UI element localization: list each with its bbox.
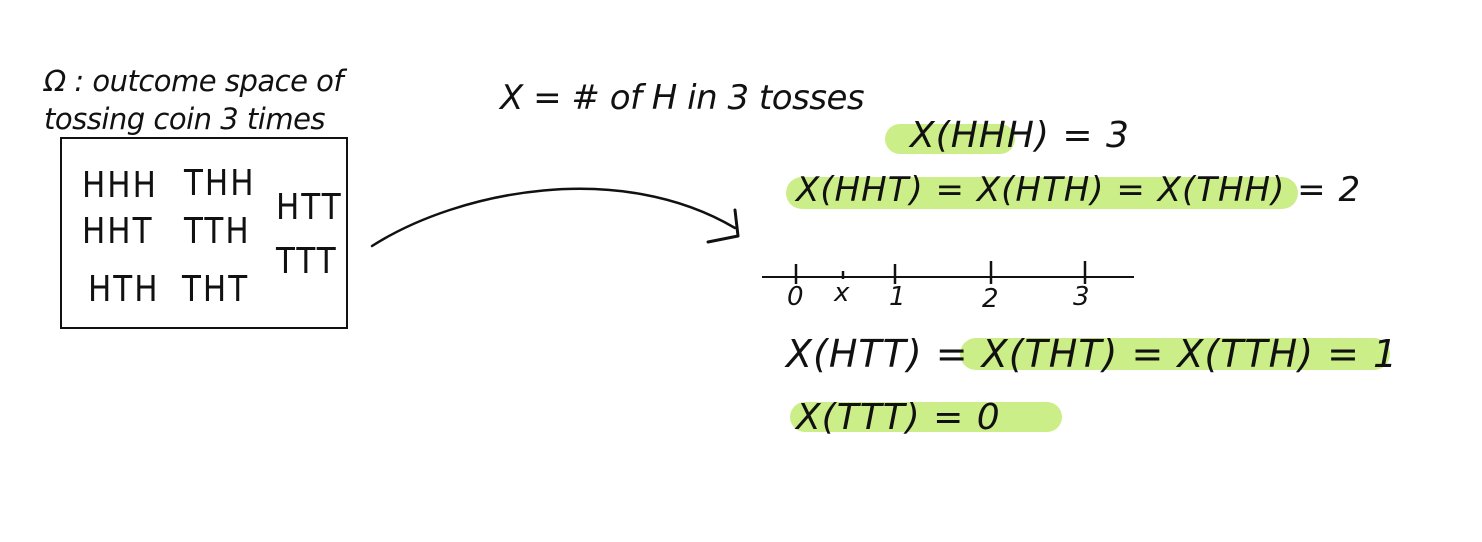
number-line-label-1: 1 [889, 282, 906, 312]
mapping-hhh: X(HHH) = 3 [910, 115, 1130, 156]
sample-space-title: Ω : outcome space of tossing coin 3 time… [44, 62, 344, 138]
highlight-zero-heads [790, 402, 1062, 432]
outcome-hht: HHT [82, 211, 154, 253]
outcome-ttt: TTT [276, 241, 338, 283]
outcome-tht: THT [182, 269, 250, 311]
sample-space-title-line2: tossing coin 3 times [44, 102, 326, 136]
outcome-htt: HTT [276, 187, 343, 229]
outcome-thh: THH [184, 163, 256, 205]
number-line-label-x: x [834, 278, 850, 308]
sample-space-title-line1: Ω : outcome space of [44, 64, 344, 98]
outcome-tth: TTH [184, 211, 251, 253]
highlight-two-heads [786, 177, 1298, 209]
random-variable-definition: X = # of H in 3 tosses [500, 78, 865, 118]
mapping-one-head: X(HTT) = X(THT) = X(TTH) = 1 [786, 332, 1399, 376]
mapping-zero-heads: X(TTT) = 0 [796, 397, 1001, 438]
arrow-head [706, 208, 740, 244]
number-line-label-3: 3 [1073, 282, 1090, 312]
highlight-hhh [885, 124, 1015, 154]
mapping-arrow [370, 187, 737, 248]
highlight-one-head [960, 338, 1390, 370]
outcome-hth: HTH [88, 269, 160, 311]
sample-space-box: HHH THH HTT HHT TTH TTT HTH THT [60, 137, 348, 329]
number-line-label-2: 2 [982, 284, 999, 314]
mapping-two-heads: X(HHT) = X(HTH) = X(THH) = 2 [796, 170, 1362, 210]
number-line-label-0: 0 [787, 282, 804, 312]
outcome-hhh: HHH [82, 165, 158, 207]
